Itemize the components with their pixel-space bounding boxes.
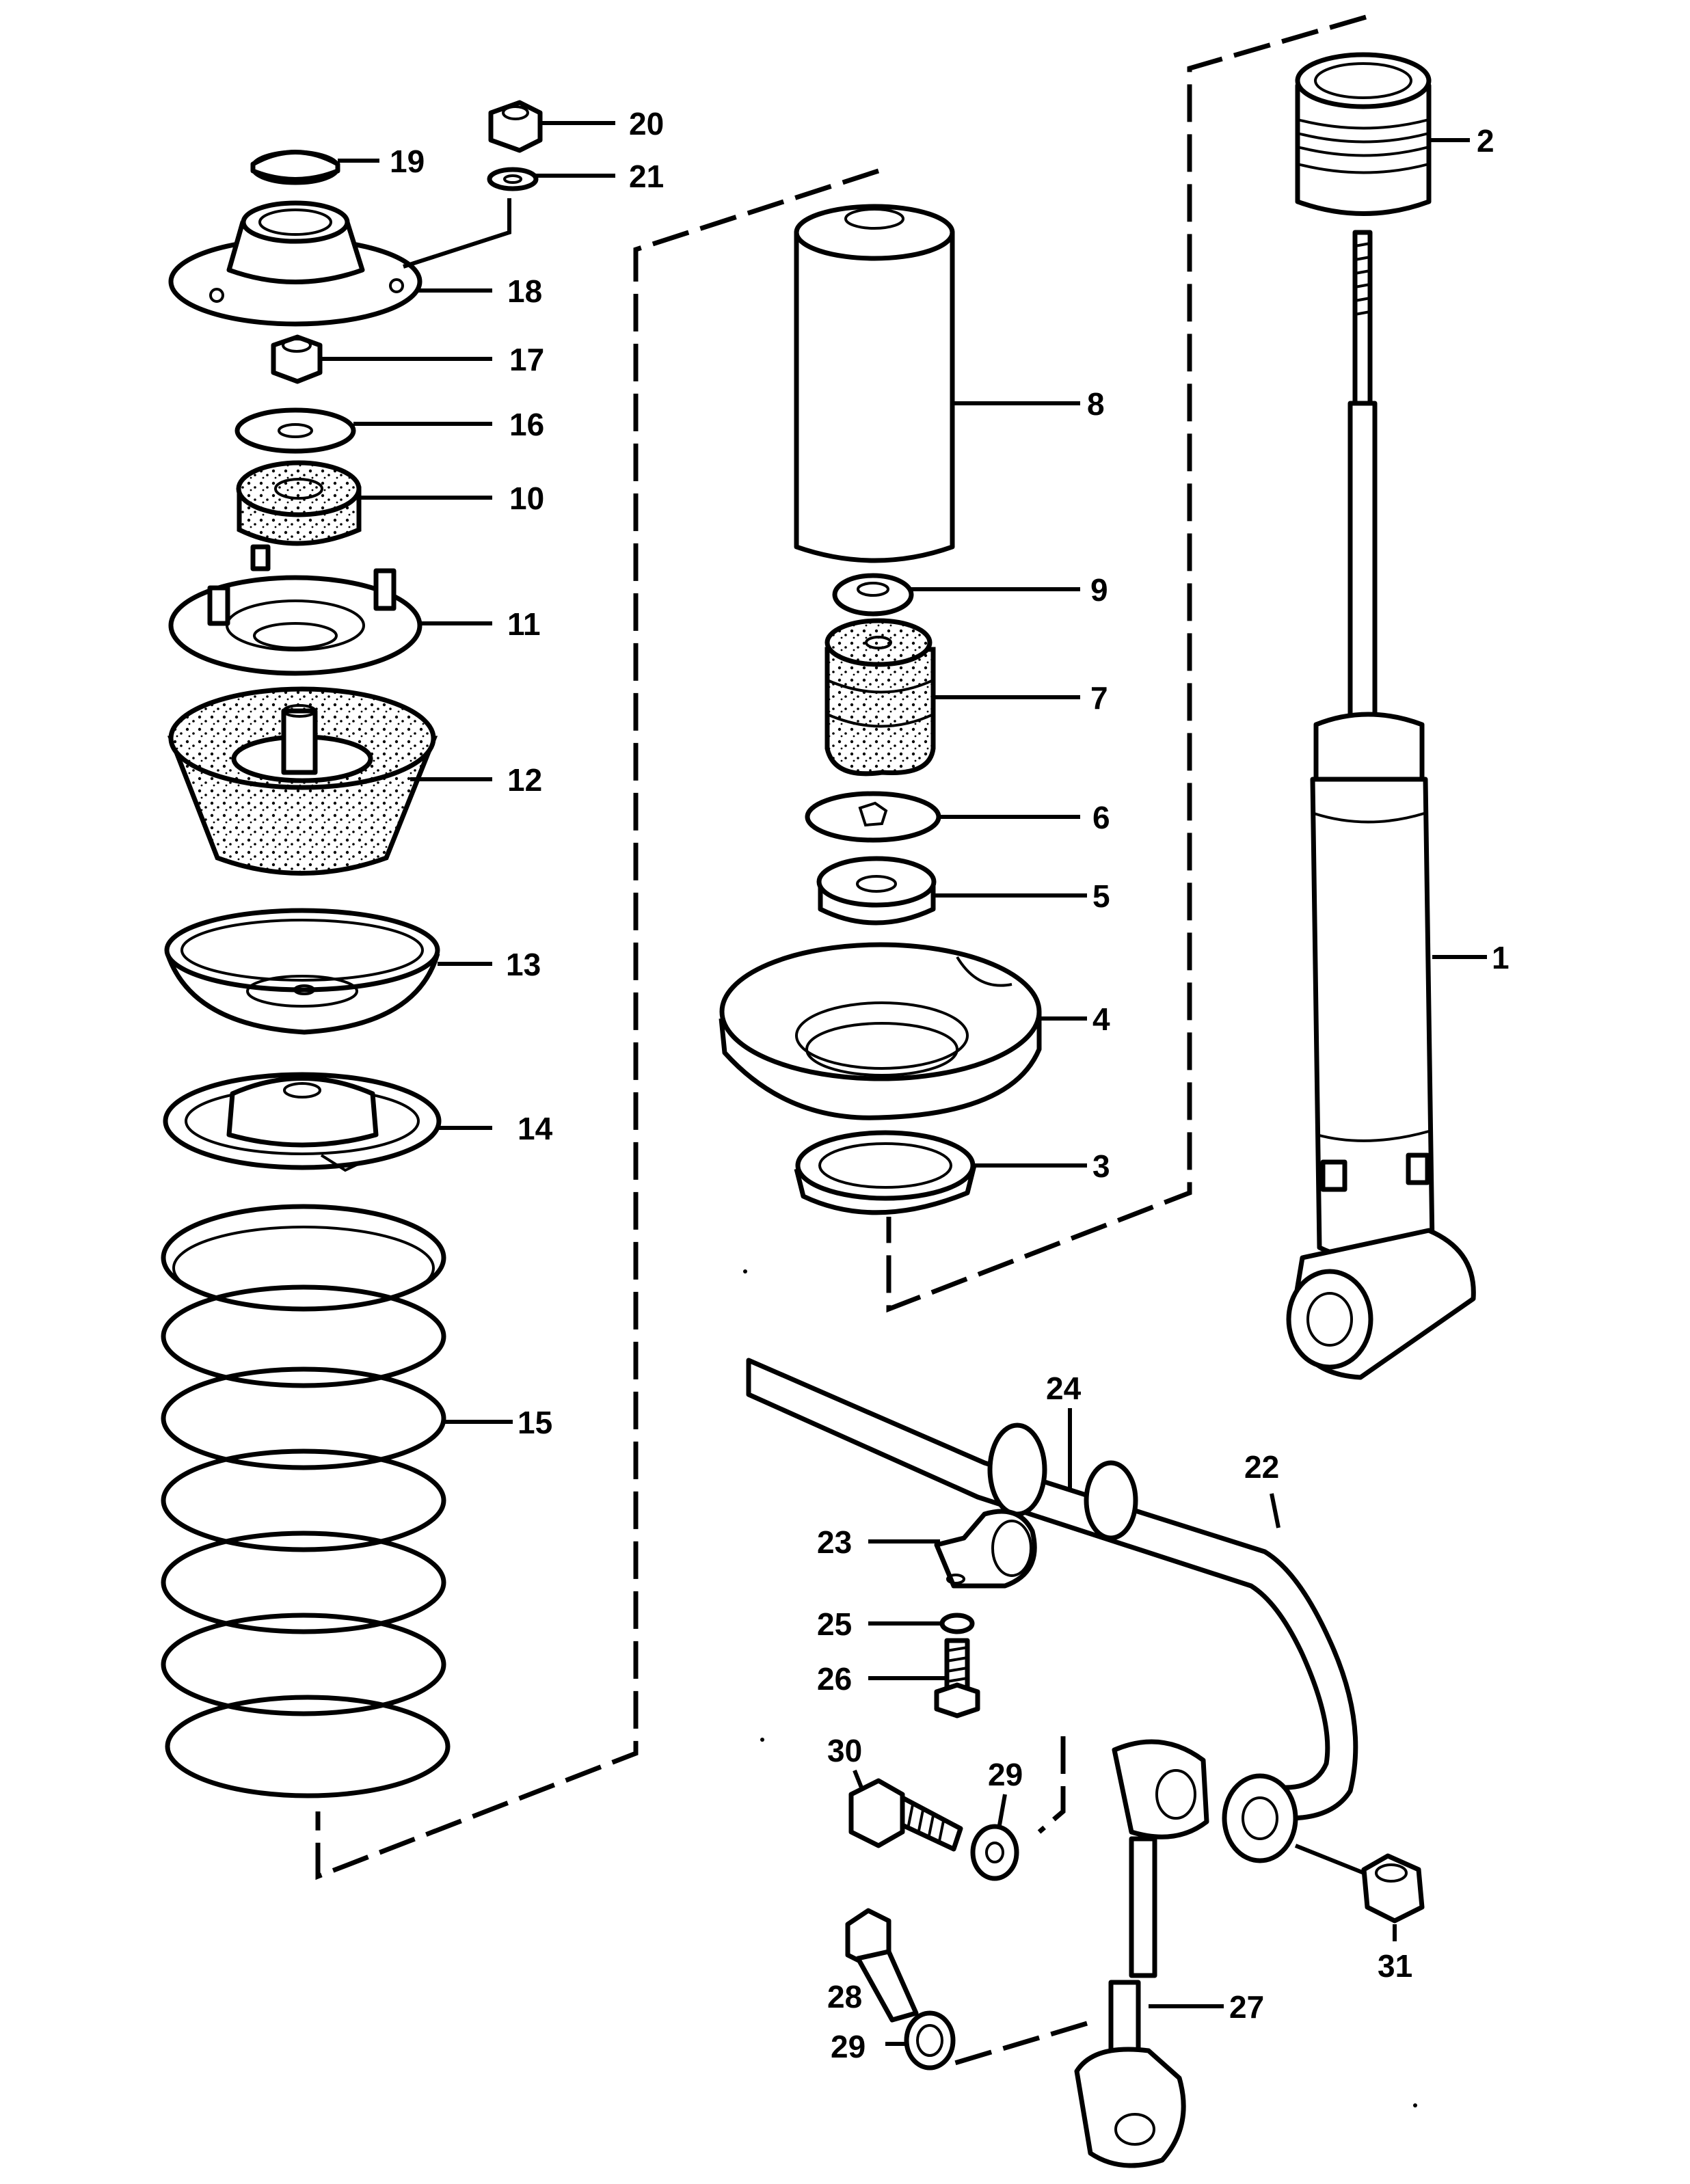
part-17-nut xyxy=(271,334,323,384)
part-29-washer-upper xyxy=(970,1824,1019,1881)
label-1: 1 xyxy=(1492,940,1510,975)
part-13-spring-seat-cup xyxy=(164,908,440,1035)
part-26-bolt xyxy=(934,1638,980,1718)
label-3: 3 xyxy=(1092,1148,1110,1184)
label-6: 6 xyxy=(1092,800,1110,835)
part-14-spring-seat xyxy=(163,1072,442,1172)
label-27: 27 xyxy=(1229,1989,1264,2025)
label-22: 22 xyxy=(1244,1449,1279,1485)
part-15-coil-spring xyxy=(161,1204,451,1798)
label-4: 4 xyxy=(1092,1001,1110,1037)
label-10: 10 xyxy=(509,481,544,516)
label-13: 13 xyxy=(506,947,541,982)
part-2-bellows-top xyxy=(1295,52,1432,216)
part-7-bump-stop xyxy=(824,618,936,777)
assembly-dashed-lines xyxy=(315,14,1367,2067)
part-5-spacer xyxy=(816,856,937,926)
part-18-top-mount xyxy=(168,200,422,327)
label-26: 26 xyxy=(817,1661,852,1697)
scan-speck xyxy=(1413,2103,1417,2107)
label-25: 25 xyxy=(817,1606,852,1642)
part-1-shock-absorber xyxy=(1286,230,1476,1380)
part-9-ring xyxy=(832,573,914,617)
label-5: 5 xyxy=(1092,878,1110,914)
label-12: 12 xyxy=(507,762,542,798)
part-4-spring-seat xyxy=(719,942,1042,1120)
label-18: 18 xyxy=(507,273,542,309)
label-30: 30 xyxy=(827,1733,862,1768)
part-31-nut xyxy=(1361,1853,1425,1924)
label-15: 15 xyxy=(518,1405,552,1440)
scan-speck xyxy=(743,1269,747,1273)
part-29-washer-lower xyxy=(904,2010,956,2071)
part-16-washer xyxy=(234,407,356,454)
label-31: 31 xyxy=(1378,1948,1412,1984)
leader-lines xyxy=(320,121,1487,2046)
label-7: 7 xyxy=(1090,680,1108,716)
label-29-lower: 29 xyxy=(831,2029,866,2064)
part-10-rubber-bushing xyxy=(236,460,362,571)
label-11: 11 xyxy=(507,606,541,642)
part-11-spring-plate xyxy=(168,568,422,676)
label-2: 2 xyxy=(1477,123,1494,159)
part-6-washer xyxy=(805,791,941,843)
label-19: 19 xyxy=(390,144,425,179)
label-16: 16 xyxy=(509,407,544,442)
label-29-upper: 29 xyxy=(988,1757,1023,1792)
label-21: 21 xyxy=(629,159,664,194)
label-9: 9 xyxy=(1090,572,1108,608)
label-17: 17 xyxy=(509,342,544,377)
label-24: 24 xyxy=(1046,1371,1082,1406)
part-20-nut xyxy=(488,100,543,153)
part-3-lock-ring xyxy=(794,1130,977,1215)
part-30-bolt xyxy=(848,1778,963,1852)
part-27-drop-link xyxy=(1074,1739,1209,2168)
label-8: 8 xyxy=(1087,386,1105,422)
part-end-bushing xyxy=(1222,1773,1298,1863)
part-25-washer xyxy=(939,1613,975,1634)
part-21-washer xyxy=(487,167,539,191)
label-28: 28 xyxy=(827,1979,862,2014)
part-12-rubber-cone xyxy=(167,686,438,876)
part-19-cap xyxy=(250,150,340,185)
part-24-bushing xyxy=(987,1423,1138,1541)
label-14: 14 xyxy=(518,1111,553,1146)
scan-speck xyxy=(760,1738,764,1742)
part-23-clamp xyxy=(934,1509,1037,1589)
label-20: 20 xyxy=(629,106,664,141)
part-labels: 1 2 3 4 5 6 7 8 9 10 11 12 13 14 15 16 1… xyxy=(390,106,1510,2064)
label-23: 23 xyxy=(817,1524,852,1560)
part-8-protective-tube xyxy=(794,204,955,563)
part-28-bolt xyxy=(845,1908,919,2023)
